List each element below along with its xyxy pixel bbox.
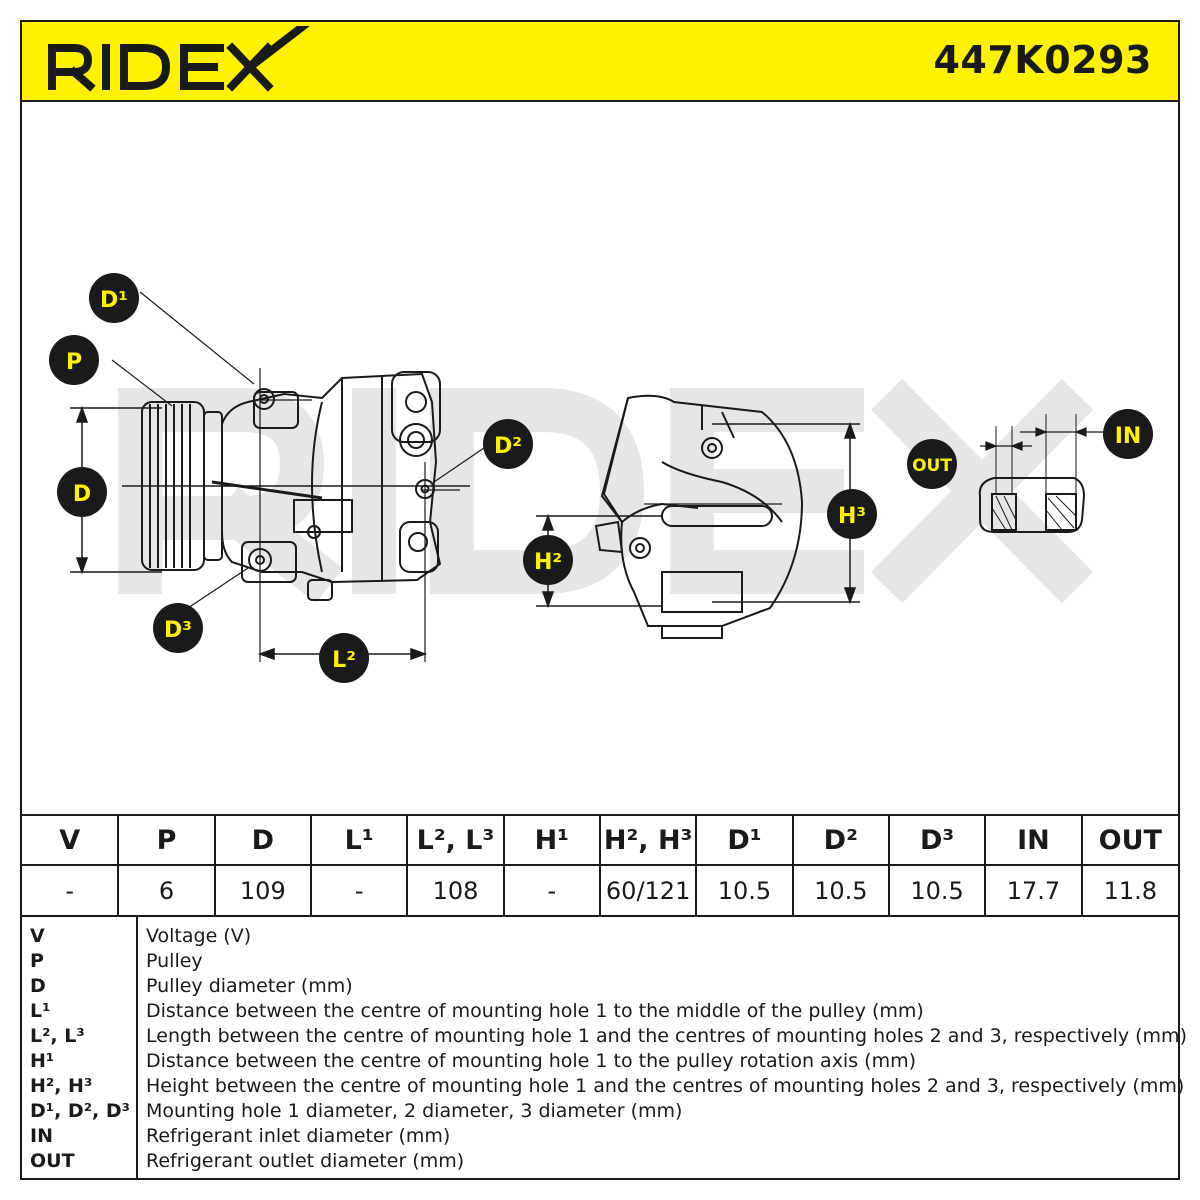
callout-d-label: D bbox=[73, 482, 91, 507]
callout-d2: D² bbox=[483, 419, 533, 469]
legend-divider bbox=[136, 915, 138, 1178]
spec-header: L¹ bbox=[309, 815, 408, 866]
spec-value: - bbox=[22, 865, 119, 917]
callout-h2-label: H² bbox=[534, 550, 562, 575]
leader-lines bbox=[111, 291, 485, 613]
spec-sheet: 447K0293 bbox=[20, 20, 1187, 1180]
legend-description: Length between the centre of mounting ho… bbox=[146, 1025, 1187, 1047]
spec-header: L², L³ bbox=[406, 815, 504, 866]
legend-description: Mounting hole 1 diameter, 2 diameter, 3 … bbox=[146, 1100, 683, 1122]
spec-value: - bbox=[502, 865, 600, 917]
technical-drawing: D¹ P D D³ L² D² bbox=[49, 273, 1153, 683]
centerlines bbox=[259, 368, 460, 662]
spec-value: 108 bbox=[406, 865, 504, 917]
callout-l2-label: L² bbox=[332, 648, 356, 673]
spec-value: 17.7 bbox=[984, 865, 1082, 917]
callout-d1: D¹ bbox=[89, 273, 139, 323]
callout-h3-label: H³ bbox=[838, 504, 866, 529]
callout-in: IN bbox=[1103, 409, 1153, 459]
callout-l2: L² bbox=[319, 633, 369, 683]
callout-d3-label: D³ bbox=[164, 618, 192, 643]
spec-value: 6 bbox=[117, 865, 215, 917]
legend-key: D¹, D², D³ bbox=[30, 1100, 130, 1122]
spec-header: V bbox=[22, 815, 119, 866]
spec-header: D² bbox=[791, 815, 889, 866]
callout-h3: H³ bbox=[827, 489, 877, 539]
legend-key: L², L³ bbox=[30, 1025, 85, 1047]
legend-description: Refrigerant outlet diameter (mm) bbox=[146, 1150, 465, 1172]
spec-value: 10.5 bbox=[695, 865, 793, 917]
dimension-out-in bbox=[980, 427, 1106, 451]
header-bar: 447K0293 bbox=[22, 22, 1178, 102]
legend-key: P bbox=[30, 950, 44, 972]
legend-row: P Pulley bbox=[22, 949, 1178, 974]
callout-p-label: P bbox=[66, 350, 82, 375]
legend-row: D Pulley diameter (mm) bbox=[22, 974, 1178, 999]
callout-d2-label: D² bbox=[494, 434, 522, 459]
spec-header: OUT bbox=[1080, 815, 1178, 866]
legend-row: V Voltage (V) bbox=[22, 924, 1178, 949]
legend-row: D¹, D², D³ Mounting hole 1 diameter, 2 d… bbox=[22, 1099, 1178, 1124]
legend-description: Refrigerant inlet diameter (mm) bbox=[146, 1125, 451, 1147]
spec-value: 60/121 bbox=[598, 865, 697, 917]
legend-key: OUT bbox=[30, 1150, 75, 1172]
legend-description: Pulley bbox=[146, 950, 203, 972]
legend-description: Distance between the centre of mounting … bbox=[146, 1050, 916, 1072]
legend-row: H², H³ Height between the centre of moun… bbox=[22, 1074, 1184, 1099]
legend-row: IN Refrigerant inlet diameter (mm) bbox=[22, 1124, 1178, 1149]
spec-table: V P D L¹ L², L³ H¹ H², H³ D¹ D² D³ IN OU… bbox=[22, 814, 1178, 917]
spec-header: D¹ bbox=[695, 815, 793, 866]
pulley bbox=[122, 401, 470, 571]
legend-key: H², H³ bbox=[30, 1075, 93, 1097]
part-number: 447K0293 bbox=[933, 38, 1152, 82]
spec-header: P bbox=[117, 815, 215, 866]
spec-header: D³ bbox=[887, 815, 986, 866]
spec-header: IN bbox=[984, 815, 1082, 866]
compressor-body bbox=[211, 371, 442, 601]
legend-row: OUT Refrigerant outlet diameter (mm) bbox=[22, 1149, 1178, 1174]
spec-header: D bbox=[213, 815, 311, 866]
legend-key: L¹ bbox=[30, 1000, 51, 1022]
legend-key: IN bbox=[30, 1125, 53, 1147]
callout-p: P bbox=[49, 335, 99, 385]
callout-d1-label: D¹ bbox=[100, 288, 128, 313]
legend-description: Distance between the centre of mounting … bbox=[146, 1000, 924, 1022]
spec-value: 109 bbox=[213, 865, 311, 917]
spec-value: 11.8 bbox=[1080, 865, 1178, 917]
callout-out: OUT bbox=[907, 439, 957, 489]
legend-description: Voltage (V) bbox=[146, 925, 252, 947]
dimension-h2-h3 bbox=[536, 421, 860, 609]
callout-h2: H² bbox=[523, 535, 573, 585]
legend-row: L², L³ Length between the centre of moun… bbox=[22, 1024, 1187, 1049]
spec-table-value-row: - 6 109 - 108 - 60/121 10.5 10.5 10.5 17… bbox=[22, 865, 1178, 917]
legend-description: Height between the centre of mounting ho… bbox=[146, 1075, 1185, 1097]
port-section-view bbox=[978, 414, 1106, 533]
spec-header: H¹ bbox=[502, 815, 600, 866]
spec-value: 10.5 bbox=[887, 865, 986, 917]
legend-key: H¹ bbox=[30, 1050, 55, 1072]
callout-d: D bbox=[57, 467, 107, 517]
callout-out-label: OUT bbox=[912, 456, 952, 476]
spec-value: 10.5 bbox=[791, 865, 889, 917]
legend-description: Pulley diameter (mm) bbox=[146, 975, 353, 997]
legend-key: V bbox=[30, 925, 45, 947]
legend-row: L¹ Distance between the centre of mounti… bbox=[22, 999, 1178, 1024]
spec-table-header-row: V P D L¹ L², L³ H¹ H², H³ D¹ D² D³ IN OU… bbox=[22, 815, 1178, 866]
compressor-rear-view bbox=[536, 394, 860, 639]
spec-value: - bbox=[309, 865, 408, 917]
legend-key: D bbox=[30, 975, 46, 997]
legend: V Voltage (V) P Pulley D Pulley diameter… bbox=[22, 915, 1187, 1178]
ridex-logo bbox=[48, 26, 310, 92]
legend-row: H¹ Distance between the centre of mounti… bbox=[22, 1049, 1178, 1074]
callouts: D¹ P D D³ L² D² bbox=[49, 273, 1153, 683]
spec-header: H², H³ bbox=[598, 815, 697, 866]
callout-in-label: IN bbox=[1115, 424, 1142, 449]
callout-d3: D³ bbox=[153, 603, 203, 653]
